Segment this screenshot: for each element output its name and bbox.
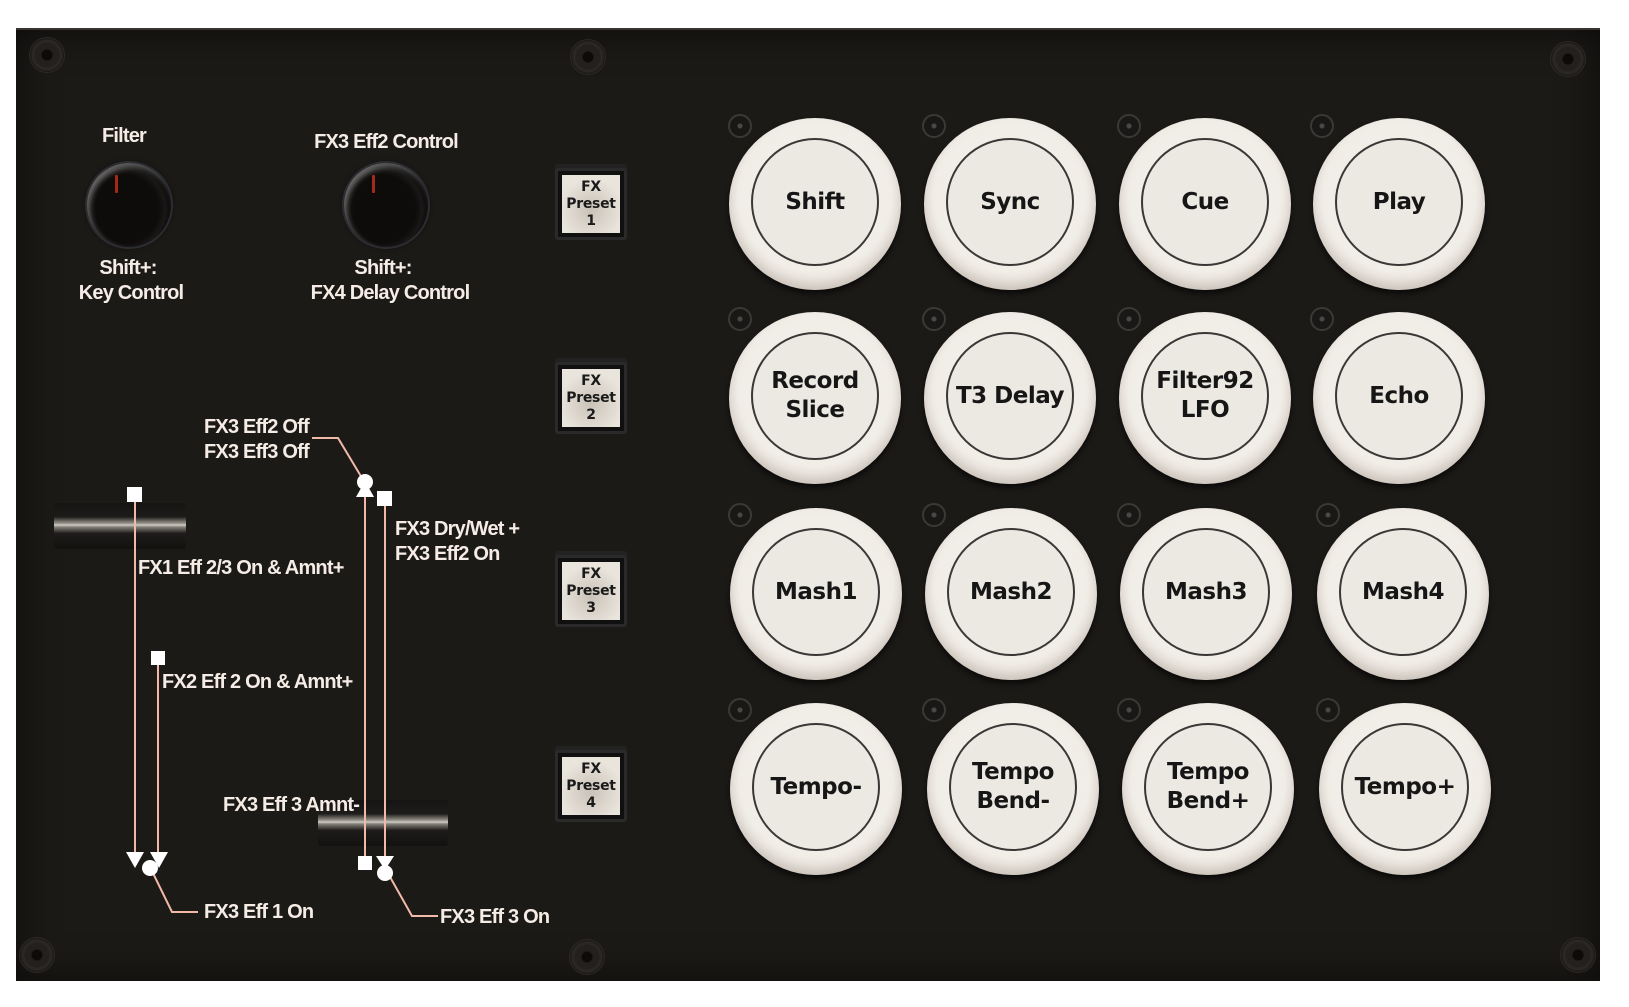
- pad-echo[interactable]: Echo: [1313, 312, 1485, 484]
- pad-label-line1: Tempo-: [770, 773, 862, 800]
- fx-preset-line1: FX: [581, 372, 601, 389]
- pad-led-icon: [922, 698, 946, 722]
- pad-label-line1: Record: [771, 368, 859, 394]
- pad-mash2[interactable]: Mash2: [925, 508, 1097, 680]
- pad-play[interactable]: Play: [1313, 118, 1485, 290]
- pad-label-line1: Mash2: [970, 578, 1052, 605]
- knob-indicator-icon: [115, 175, 118, 193]
- pad-cue[interactable]: Cue: [1119, 118, 1291, 290]
- knob-fx3-eff2-label: FX3 Eff2 Control: [314, 131, 459, 153]
- knob-filter-shift-label: Shift+:: [99, 257, 157, 279]
- pad-led-icon: [922, 307, 946, 331]
- fx3-eff3-amnt-label: FX3 Eff 3 Amnt-: [223, 794, 360, 816]
- fx3-eff2-off-label: FX3 Eff2 Off: [204, 416, 310, 438]
- pad-led-icon: [1316, 503, 1340, 527]
- pad-shift[interactable]: Shift: [729, 118, 901, 290]
- fx-preset-line3: 4: [586, 794, 596, 811]
- pad-label-line2: LFO: [1180, 397, 1230, 423]
- pad-label-line1: Echo: [1369, 382, 1429, 409]
- screw-icon: [1561, 938, 1595, 972]
- pad-led-icon: [728, 503, 752, 527]
- pad-label-line1: Cue: [1181, 188, 1229, 215]
- pad-sync[interactable]: Sync: [924, 118, 1096, 290]
- filter-knob[interactable]: [87, 163, 171, 247]
- fx-preset-line3: 3: [586, 599, 596, 616]
- fx-preset-line3: 1: [586, 212, 596, 229]
- knob-filter-shift-function: Key Control: [78, 282, 184, 304]
- pad-label-line1: T3 Delay: [955, 382, 1065, 409]
- pad-label-line1: Shift: [785, 188, 845, 215]
- fx3-drywet-label: FX3 Dry/Wet +: [395, 518, 520, 540]
- pad-led-icon: [728, 698, 752, 722]
- pad-led-icon: [728, 307, 752, 331]
- screw-icon: [30, 38, 64, 72]
- left-fader-cap[interactable]: [54, 503, 186, 549]
- pad-label-line1: Mash4: [1362, 578, 1444, 605]
- fx-preset-line2: Preset: [566, 389, 616, 406]
- fx3-eff2-control-knob[interactable]: [344, 163, 428, 247]
- pad-label-line2: Bend-: [976, 788, 1050, 814]
- fx3-eff3-on-label: FX3 Eff 3 On: [440, 906, 550, 928]
- pad-mash1[interactable]: Mash1: [730, 508, 902, 680]
- knob-filter-label: Filter: [101, 125, 147, 147]
- fx-preset-line2: Preset: [566, 582, 616, 599]
- fx3-eff3-off-label: FX3 Eff3 Off: [204, 441, 310, 463]
- fx-preset-line3: 2: [586, 406, 596, 423]
- pad-led-icon: [1316, 698, 1340, 722]
- fx-preset-line1: FX: [581, 178, 601, 195]
- fx3-eff2-on-label: FX3 Eff2 On: [395, 543, 500, 565]
- knob-fx3-eff2-shift-function: FX4 Delay Control: [310, 282, 470, 304]
- pad-t3-delay[interactable]: T3 Delay: [924, 312, 1096, 484]
- pad-led-icon: [1117, 503, 1141, 527]
- pad-led-icon: [1117, 307, 1141, 331]
- pad-led-icon: [922, 114, 946, 138]
- pad-label-line1: Tempo+: [1354, 773, 1456, 800]
- fx-preset-line1: FX: [581, 760, 601, 777]
- screw-icon: [20, 938, 54, 972]
- pad-label-line1: Tempo: [1167, 759, 1249, 785]
- fx2-eff-label: FX2 Eff 2 On & Amnt+: [162, 671, 353, 693]
- pad-led-icon: [1117, 698, 1141, 722]
- pad-mash3[interactable]: Mash3: [1120, 508, 1292, 680]
- pad-label-line1: Play: [1372, 188, 1426, 215]
- pad-label-line1: Mash3: [1165, 578, 1247, 605]
- pad-label-line2: Bend+: [1166, 788, 1250, 814]
- pad-tempo-plus[interactable]: Tempo+: [1319, 703, 1491, 875]
- screw-icon: [1551, 42, 1585, 76]
- fx-preset-line1: FX: [581, 565, 601, 582]
- pad-label-line1: Sync: [980, 188, 1040, 215]
- fx-preset-line2: Preset: [566, 195, 616, 212]
- right-fader-cap[interactable]: [318, 800, 448, 846]
- fx1-eff-label: FX1 Eff 2/3 On & Amnt+: [138, 557, 344, 579]
- pad-led-icon: [922, 503, 946, 527]
- fx3-eff1-on-label: FX3 Eff 1 On: [204, 901, 314, 923]
- pad-label-line1: Mash1: [775, 578, 857, 605]
- pad-label-line1: Filter92: [1156, 368, 1254, 394]
- pad-label-line1: Tempo: [972, 759, 1054, 785]
- pad-label-line2: Slice: [785, 397, 845, 423]
- knob-fx3-eff2-shift-label: Shift+:: [354, 257, 412, 279]
- pad-mash4[interactable]: Mash4: [1317, 508, 1489, 680]
- screw-icon: [571, 40, 605, 74]
- pad-led-icon: [1310, 307, 1334, 331]
- pad-tempo-minus[interactable]: Tempo-: [730, 703, 902, 875]
- knob-indicator-icon: [372, 175, 375, 193]
- pad-led-icon: [1310, 114, 1334, 138]
- screw-icon: [570, 940, 604, 974]
- fx-preset-line2: Preset: [566, 777, 616, 794]
- pad-led-icon: [728, 114, 752, 138]
- pad-led-icon: [1117, 114, 1141, 138]
